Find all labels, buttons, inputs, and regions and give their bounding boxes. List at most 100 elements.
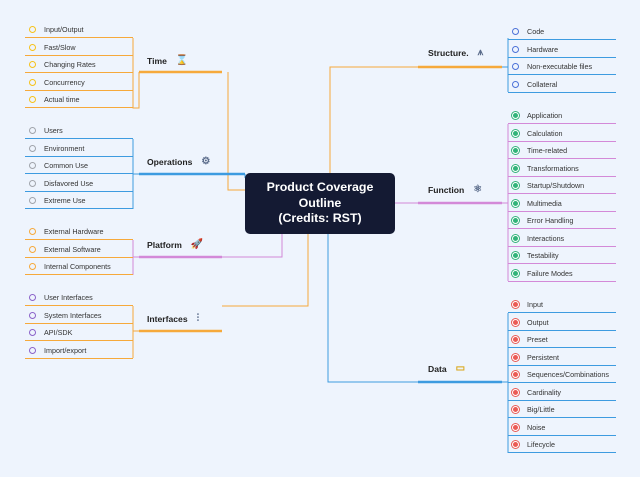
topic-label: Environment bbox=[44, 143, 85, 153]
branch-label: Structure. bbox=[428, 47, 469, 58]
topic-label: Failure Modes bbox=[527, 268, 573, 278]
topic-data-item[interactable]: Sequences/Combinations bbox=[508, 367, 616, 383]
topic-label: External Software bbox=[44, 244, 101, 254]
bullet-icon bbox=[29, 294, 36, 301]
topic-label: Persistent bbox=[527, 352, 559, 362]
topic-function-item[interactable]: Calculation bbox=[508, 126, 616, 142]
topic-platform-item[interactable]: External Hardware bbox=[25, 224, 133, 240]
topic-data-item[interactable]: Persistent bbox=[508, 350, 616, 366]
topic-label: User Interfaces bbox=[44, 293, 93, 302]
topic-label: API/SDK bbox=[44, 328, 73, 337]
branch-interfaces[interactable]: Interfaces⫶ bbox=[147, 313, 199, 324]
topic-interfaces-item[interactable]: User Interfaces bbox=[25, 290, 133, 306]
bullet-icon bbox=[29, 78, 36, 86]
topic-function-item[interactable]: Application bbox=[508, 108, 616, 124]
hourglass-icon: ⌛ bbox=[175, 55, 189, 66]
topic-structure-item[interactable]: Collateral bbox=[508, 77, 616, 93]
topic-time-item[interactable]: Actual time bbox=[25, 92, 133, 108]
topic-label: Error Handling bbox=[527, 216, 574, 225]
central-topic[interactable]: Product Coverage Outline (Credits: RST) bbox=[245, 173, 395, 234]
branch-time[interactable]: Time⌛ bbox=[147, 55, 188, 66]
topic-structure-item[interactable]: Code bbox=[508, 24, 616, 40]
bullet-icon bbox=[512, 388, 519, 396]
bullet-icon bbox=[512, 269, 519, 277]
topic-data-item[interactable]: Input bbox=[508, 297, 616, 313]
branch-function[interactable]: Function ⚛ bbox=[428, 184, 482, 195]
topic-interfaces-item[interactable]: API/SDK bbox=[25, 325, 133, 341]
branch-label: Interfaces bbox=[147, 313, 188, 324]
topic-function-item[interactable]: Multimedia bbox=[508, 196, 616, 212]
topic-platform-item[interactable]: External Software bbox=[25, 242, 133, 258]
topic-label: Import/export bbox=[44, 345, 87, 355]
bullet-icon bbox=[512, 336, 519, 343]
branch-operations[interactable]: Operations⚙ bbox=[147, 156, 210, 167]
topic-label: Internal Components bbox=[44, 262, 111, 271]
central-topic-label: Product Coverage Outline (Credits: RST) bbox=[266, 180, 374, 226]
topic-operations-item[interactable]: Extreme Use bbox=[25, 193, 133, 209]
topic-data-item[interactable]: Preset bbox=[508, 332, 616, 348]
bullet-icon bbox=[512, 252, 519, 259]
branch-structure[interactable]: Structure.⩚ bbox=[428, 47, 483, 58]
branch-label: Function bbox=[428, 184, 465, 195]
topic-interfaces-item[interactable]: System Interfaces bbox=[25, 308, 133, 324]
atom-icon: ⚛ bbox=[473, 184, 483, 195]
topic-data-item[interactable]: Cardinality bbox=[508, 385, 616, 401]
bullet-icon bbox=[512, 217, 519, 224]
bullet-icon bbox=[512, 45, 519, 53]
bullet-icon bbox=[29, 96, 36, 103]
topic-function-item[interactable]: Time-related bbox=[508, 143, 616, 159]
topic-interfaces-item[interactable]: Import/export bbox=[25, 343, 133, 359]
topic-data-item[interactable]: Output bbox=[508, 315, 616, 331]
topic-time-item[interactable]: Fast/Slow bbox=[25, 40, 133, 56]
topic-operations-item[interactable]: Disfavored Use bbox=[25, 176, 133, 192]
bullet-icon bbox=[512, 164, 519, 172]
topic-label: System Interfaces bbox=[44, 310, 102, 320]
bullet-icon bbox=[29, 197, 36, 204]
topic-data-item[interactable]: Big/Little bbox=[508, 402, 616, 418]
topic-operations-item[interactable]: Common Use bbox=[25, 158, 133, 174]
topic-function-item[interactable]: Transformations bbox=[508, 161, 616, 177]
topic-time-item[interactable]: Concurrency bbox=[25, 75, 133, 91]
topic-label: Actual time bbox=[44, 95, 80, 104]
topic-function-item[interactable]: Interactions bbox=[508, 231, 616, 247]
branch-platform[interactable]: Platform🚀 bbox=[147, 239, 203, 250]
bullet-icon bbox=[512, 80, 519, 88]
bullet-icon bbox=[29, 26, 36, 33]
bullet-icon bbox=[512, 371, 519, 378]
topic-structure-item[interactable]: Hardware bbox=[508, 42, 616, 58]
topic-label: Application bbox=[527, 111, 563, 120]
topic-label: Interactions bbox=[527, 233, 565, 243]
bullet-icon bbox=[512, 129, 519, 137]
topic-label: External Hardware bbox=[44, 227, 104, 236]
topic-label: Time-related bbox=[527, 146, 568, 155]
topic-structure-item[interactable]: Non-executable files bbox=[508, 59, 616, 75]
topic-function-item[interactable]: Failure Modes bbox=[508, 266, 616, 282]
bullet-icon bbox=[29, 245, 36, 253]
bullet-icon bbox=[29, 179, 36, 187]
bullet-icon bbox=[512, 441, 519, 448]
topic-operations-item[interactable]: Environment bbox=[25, 141, 133, 157]
bullet-icon bbox=[512, 63, 519, 70]
branch-data[interactable]: Data▭ bbox=[428, 363, 465, 374]
topic-platform-item[interactable]: Internal Components bbox=[25, 259, 133, 275]
bullet-icon bbox=[512, 353, 519, 361]
bullet-icon bbox=[512, 423, 519, 431]
topic-label: Collateral bbox=[527, 79, 558, 89]
topic-data-item[interactable]: Noise bbox=[508, 420, 616, 436]
topic-function-item[interactable]: Error Handling bbox=[508, 213, 616, 229]
topic-label: Startup/Shutdown bbox=[527, 181, 585, 190]
topic-label: Calculation bbox=[527, 128, 563, 138]
topic-label: Code bbox=[527, 27, 545, 36]
bullet-icon bbox=[29, 61, 36, 68]
topic-time-item[interactable]: Input/Output bbox=[25, 22, 133, 38]
bullet-icon bbox=[29, 329, 36, 336]
bullet-icon bbox=[512, 301, 519, 308]
topic-data-item[interactable]: Lifecycle bbox=[508, 437, 616, 453]
topic-function-item[interactable]: Testability bbox=[508, 248, 616, 264]
topic-function-item[interactable]: Startup/Shutdown bbox=[508, 178, 616, 194]
topic-label: Output bbox=[527, 317, 549, 327]
topic-label: Transformations bbox=[527, 163, 579, 173]
topic-label: Preset bbox=[527, 335, 548, 344]
topic-time-item[interactable]: Changing Rates bbox=[25, 57, 133, 73]
topic-operations-item[interactable]: Users bbox=[25, 123, 133, 139]
